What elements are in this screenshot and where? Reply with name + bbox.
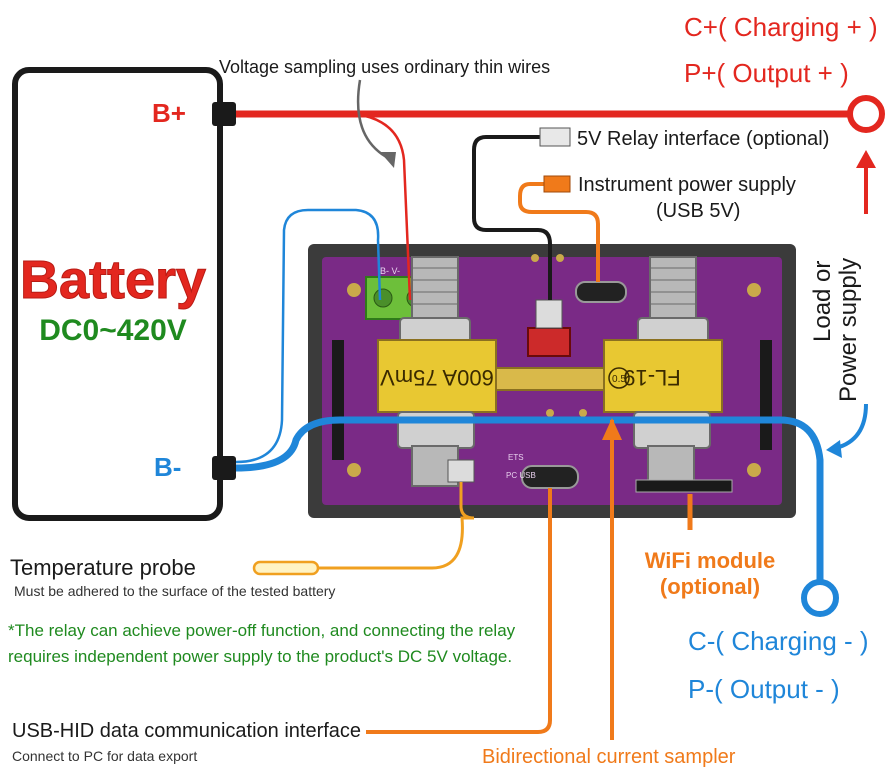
label-usb-hid-note: Connect to PC for data export: [12, 748, 198, 764]
label-current-sampler: Bidirectional current sampler: [482, 746, 736, 768]
negative-bus: [235, 416, 824, 580]
bolt-bottom-right: [647, 445, 695, 487]
pcb-side-connector: [760, 340, 772, 450]
terminal-screw: [373, 288, 393, 308]
label-charge-plus: C+( Charging + ): [684, 12, 878, 42]
usb-c-power-port: [575, 281, 627, 303]
relay-pins: [535, 299, 563, 329]
temp-probe-tip: [252, 560, 320, 576]
pcb-via: [546, 409, 554, 417]
label-temp-probe: Temperature probe: [10, 555, 196, 580]
positive-output-terminal: [847, 95, 885, 133]
pcb-pad: [347, 463, 361, 477]
bolt-top-right: [649, 256, 697, 322]
pcb-pad: [747, 463, 761, 477]
pcb-ets-label: ETS: [508, 453, 524, 462]
label-instrument-power-sub: (USB 5V): [656, 200, 741, 222]
shunt-left-block: [377, 339, 497, 413]
label-temp-probe-note: Must be adhered to the surface of the te…: [14, 583, 336, 599]
voltage-sampling-wire: [354, 112, 412, 301]
label-output-minus: P-( Output - ): [688, 674, 840, 704]
pcb-pad: [347, 283, 361, 297]
pcb-side-connector: [332, 340, 344, 460]
temp-probe-connector: [447, 459, 475, 483]
load-arrowhead-down: [826, 440, 842, 458]
load-arrow-down: [835, 403, 868, 450]
label-relay-note: *The relay can achieve power-off functio…: [8, 621, 516, 666]
wifi-module-slot: [635, 479, 733, 493]
label-relay-interface: 5V Relay interface (optional): [577, 128, 830, 150]
battery-terminal-plus: [212, 102, 236, 126]
pcb-bv-label: B- V-: [380, 266, 400, 276]
shunt-right-block: [603, 339, 723, 413]
usb-hid-wire: [366, 488, 552, 734]
label-power-supply: Power supply: [835, 257, 862, 402]
pcb-usb-label: PC USB: [506, 471, 536, 480]
shunt-left-label: 600A 75mV: [380, 365, 494, 390]
relay-wire: [472, 135, 552, 300]
shunt-class-badge: [608, 367, 630, 389]
usb-power-plug: [543, 175, 571, 193]
label-wifi-module: WiFi module: [644, 548, 776, 573]
label-usb-hid: USB-HID data communication interface: [12, 720, 362, 742]
label-load-or: Load or: [809, 260, 836, 342]
voltage-sampling-blue-wire: [235, 208, 382, 464]
battery-range: DC0~420V: [39, 314, 187, 347]
pcb-via: [531, 254, 539, 262]
shunt-class-label: 0.5: [612, 374, 626, 385]
pcb-via: [556, 254, 564, 262]
shunt-right-label: FL-19: [623, 365, 680, 390]
relay-plug: [539, 127, 571, 147]
label-battery-plus: B+: [152, 98, 186, 128]
label-charge-minus: C-( Charging - ): [688, 626, 869, 656]
label-voltage-sampling: Voltage sampling uses ordinary thin wire…: [219, 57, 551, 77]
label-output-plus: P+( Output + ): [684, 58, 849, 88]
usb-power-wire: [518, 182, 600, 282]
label-wifi-optional: (optional): [659, 574, 761, 599]
load-arrowhead-up: [856, 150, 876, 168]
battery-box: [12, 67, 223, 521]
label-instrument-power: Instrument power supply: [578, 174, 796, 196]
voltage-sampling-arrowhead: [380, 152, 396, 168]
label-battery-minus: B-: [154, 452, 182, 482]
pcb-pad: [747, 283, 761, 297]
battery-title: Battery: [20, 250, 206, 310]
current-sampler-arrowhead: [602, 418, 622, 440]
relay-connector: [527, 327, 571, 357]
bolt-top-left: [411, 256, 459, 322]
negative-output-terminal: [801, 579, 839, 617]
pcb-via: [579, 409, 587, 417]
battery-terminal-minus: [212, 456, 236, 480]
temp-probe-wire: [312, 482, 475, 570]
